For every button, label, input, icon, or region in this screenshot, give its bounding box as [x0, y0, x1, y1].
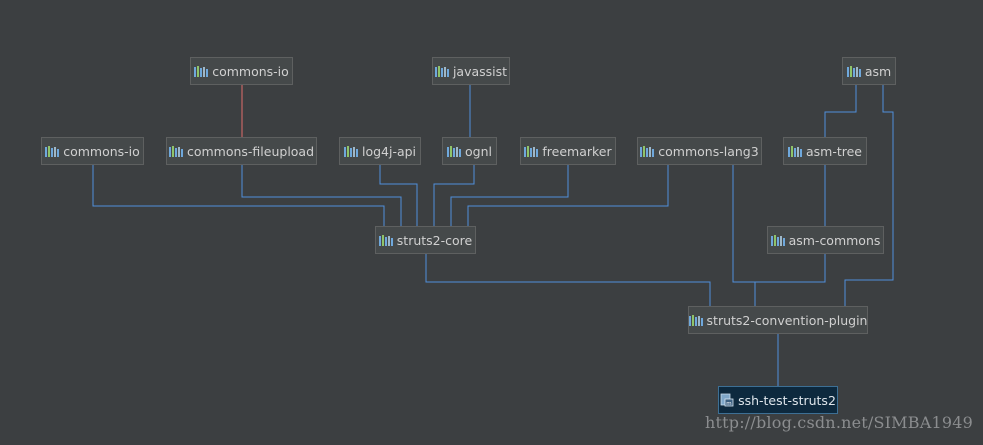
library-icon [168, 145, 183, 157]
node-label: commons-io [63, 143, 140, 159]
node-label: asm [864, 63, 892, 79]
svg-text:m: m [726, 401, 731, 407]
node-ognl[interactable]: ognl [442, 137, 497, 165]
edge-asm-tree-to-asm [824, 78, 860, 137]
node-ssh-test-struts2[interactable]: m ssh-test-struts2 [718, 386, 838, 414]
library-icon [45, 145, 60, 157]
library-icon [787, 145, 802, 157]
edge-struts2-core-to-ognl [433, 158, 478, 226]
edge-struts2-convention-plugin-to-asm-commons [754, 247, 829, 306]
library-icon [447, 145, 461, 157]
node-javassist[interactable]: javassist [432, 57, 510, 85]
node-label: commons-fileupload [186, 143, 315, 159]
node-label: commons-io [212, 63, 289, 79]
edge-struts2-convention-plugin-to-struts2-core [422, 247, 711, 306]
node-label: commons-lang3 [658, 143, 759, 159]
node-label: struts2-core [396, 232, 473, 248]
node-struts2-convention-plugin[interactable]: struts2-convention-plugin [688, 306, 868, 334]
node-commons-io-1[interactable]: commons-io [41, 137, 144, 165]
library-icon [846, 65, 861, 77]
node-struts2-core[interactable]: struts2-core [375, 226, 476, 254]
node-freemarker[interactable]: freemarker [520, 137, 616, 165]
node-label: asm-commons [788, 232, 881, 248]
edge-struts2-core-to-log4j-api [376, 158, 418, 226]
library-icon [524, 145, 539, 157]
node-asm-commons[interactable]: asm-commons [767, 226, 884, 254]
edge-struts2-core-to-commons-lang3 [467, 158, 672, 226]
library-icon [640, 145, 655, 157]
edge-struts2-convention-plugin-to-asm [844, 78, 894, 306]
library-icon [343, 145, 358, 157]
edge-struts2-core-to-commons-fileupload [238, 158, 402, 226]
node-label: ssh-test-struts2 [738, 392, 836, 408]
edge-struts2-core-to-freemarker [450, 158, 572, 226]
library-icon [194, 65, 209, 77]
library-icon [770, 234, 785, 246]
watermark: http://blog.csdn.net/SIMBA1949 [705, 413, 973, 432]
node-log4j-api[interactable]: log4j-api [339, 137, 421, 165]
node-label: log4j-api [361, 143, 417, 159]
library-icon [378, 234, 393, 246]
edge-struts2-convention-plugin-to-commons-lang3 [729, 158, 756, 306]
node-label: ognl [465, 143, 492, 159]
node-commons-io-2[interactable]: commons-io [190, 57, 293, 85]
edge-struts2-core-to-commons-io-1 [89, 158, 385, 226]
module-icon: m [720, 393, 734, 407]
node-label: struts2-convention-plugin [706, 312, 868, 328]
node-label: javassist [452, 63, 508, 79]
library-icon [434, 65, 449, 77]
node-commons-fileupload[interactable]: commons-fileupload [166, 137, 317, 165]
node-label: freemarker [542, 143, 612, 159]
node-asm-tree[interactable]: asm-tree [783, 137, 867, 165]
node-asm[interactable]: asm [842, 57, 896, 85]
node-label: asm-tree [805, 143, 862, 159]
library-icon [688, 314, 703, 326]
node-commons-lang3[interactable]: commons-lang3 [637, 137, 762, 165]
